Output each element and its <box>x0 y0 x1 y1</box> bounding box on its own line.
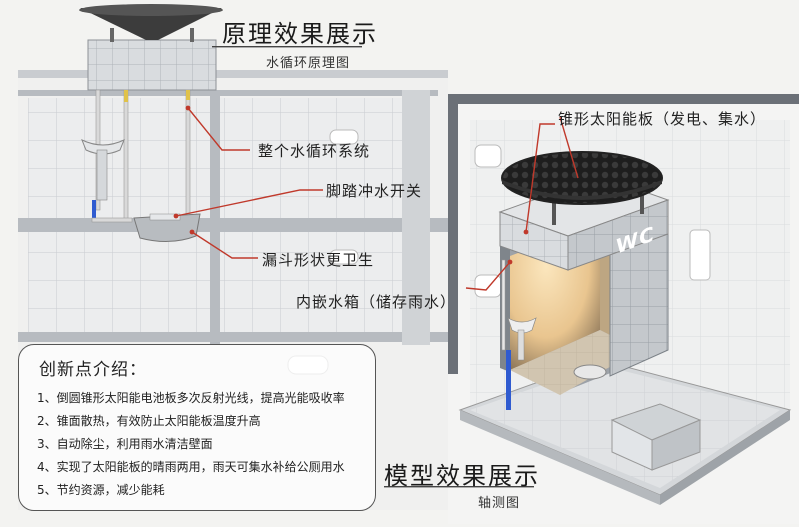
callout-whole-system: 整个水循环系统 <box>258 142 371 160</box>
callout-solar-panel: 锥形太阳能板（发电、集水） <box>558 110 767 128</box>
model-subtitle: 轴测图 <box>478 496 521 511</box>
innovation-item: 2、锥面散热，有效防止太阳能板温度升高 <box>37 414 261 428</box>
innovation-item: 5、节约资源，减少能耗 <box>37 483 165 497</box>
innovation-item: 1、倒圆锥形太阳能电池板多次反射光线，提高光能吸收率 <box>37 391 345 405</box>
innovation-title: 创新点介绍： <box>39 360 147 380</box>
principle-title: 原理效果展示 <box>222 20 378 48</box>
model-title: 模型效果展示 <box>384 462 540 490</box>
callout-water-tank: 内嵌水箱（储存雨水） <box>296 293 457 311</box>
innovation-panel: 创新点介绍： 1、倒圆锥形太阳能电池板多次反射光线，提高光能吸收率 2、锥面散热… <box>18 344 376 511</box>
innovation-item: 3、自动除尘，利用雨水清洁壁面 <box>37 437 213 451</box>
callout-funnel-toilet: 漏斗形状更卫生 <box>262 251 375 269</box>
callout-foot-switch: 脚踏冲水开关 <box>326 182 423 200</box>
principle-subtitle: 水循环原理图 <box>266 56 351 71</box>
innovation-item: 4、实现了太阳能板的晴雨两用，雨天可集水补给公厕用水 <box>37 460 345 474</box>
